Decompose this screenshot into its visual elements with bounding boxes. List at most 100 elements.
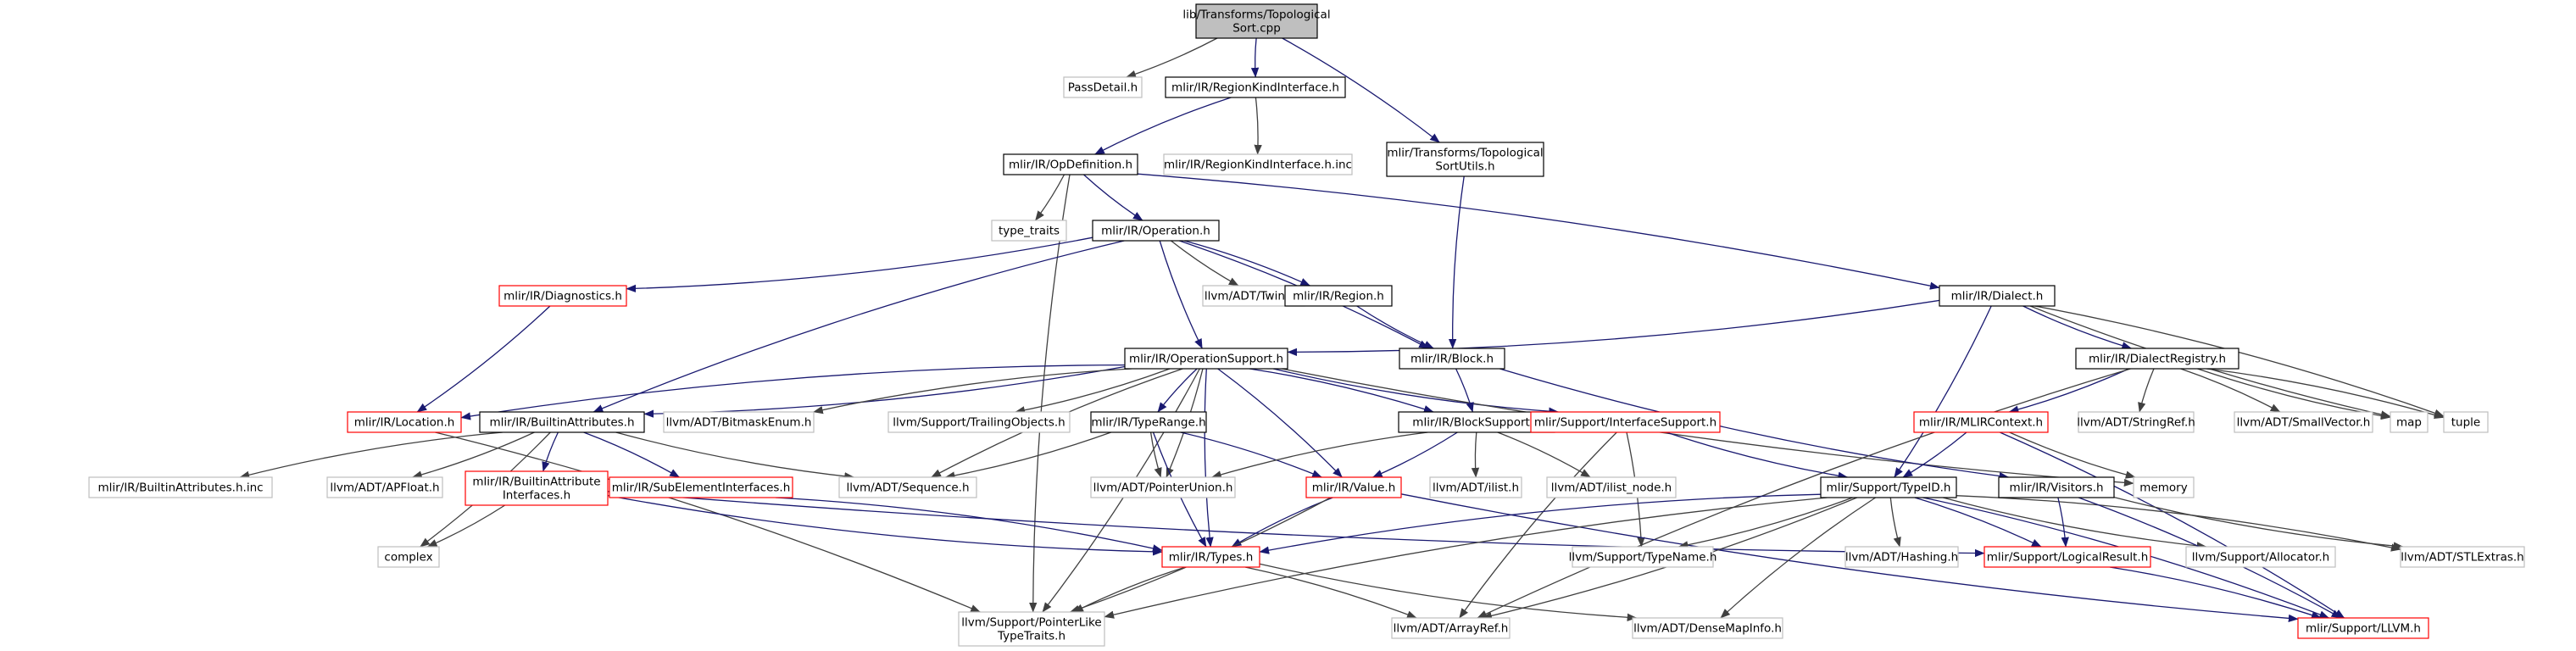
node-label-stlextras: llvm/ADT/STLExtras.h [2401, 551, 2523, 565]
node-box-root [1195, 3, 1318, 39]
edge-block-to-blocksupport [1455, 368, 1474, 413]
node-box-apfloat [326, 476, 443, 498]
edge-types-to-arrayref [1244, 566, 1417, 619]
edge-logicalresult-to-llvmh [2109, 566, 2322, 619]
node-box-dialectreg [2075, 348, 2239, 370]
edge-dialect-to-dialectreg [2022, 305, 2132, 350]
edge-visitors-to-stlextras [2113, 496, 2404, 550]
node-smallvector: llvm/ADT/SmallVector.h [2234, 411, 2373, 433]
node-label-densemapinfo: llvm/ADT/DenseMapInfo.h [1633, 622, 1782, 636]
edge-typerange-to-pointerunion [1149, 431, 1162, 478]
node-label-blocksupport: mlir/IR/BlockSupport.h [1412, 416, 1540, 430]
node-label-ifacesupport: mlir/Support/InterfaceSupport.h [1534, 416, 1716, 430]
node-sequence: llvm/ADT/Sequence.h [838, 476, 977, 498]
node-block[interactable]: mlir/IR/Block.h [1399, 348, 1505, 370]
node-box-mlircontext [1913, 411, 2049, 433]
node-operation[interactable]: mlir/IR/Operation.h [1092, 220, 1220, 242]
node-box-builtinattrinc [88, 476, 273, 498]
node-label-mlircontext: mlir/IR/MLIRContext.h [1919, 416, 2043, 430]
edge-root-to-passdetail [1126, 37, 1218, 78]
node-box-diagnostics [498, 285, 627, 307]
edge-opsupport-to-types [1204, 368, 1214, 548]
edge-operation-to-builtinattr [593, 240, 1125, 413]
edge-builtinattriface-to-logicalresult [607, 491, 1985, 558]
node-label-logicalresult: mlir/Support/LogicalResult.h [1987, 551, 2149, 565]
node-typetraits: type_traits [991, 220, 1067, 242]
node-value[interactable]: mlir/IR/Value.h [1305, 476, 1402, 498]
edge-topoutils-to-block [1448, 175, 1465, 349]
node-diagnostics[interactable]: mlir/IR/Diagnostics.h [498, 285, 627, 307]
node-box-stringref [2078, 411, 2195, 433]
node-bitmask: llvm/ADT/BitmaskEnum.h [663, 411, 815, 433]
edge-mlircontext-to-memory [2009, 431, 2136, 479]
edge-builtinattr-to-subelem [583, 431, 680, 478]
node-label-region: mlir/IR/Region.h [1293, 290, 1384, 303]
edge-opsupport-to-blocksupport [1249, 368, 1434, 414]
node-box-region [1284, 285, 1393, 307]
node-region[interactable]: mlir/IR/Region.h [1284, 285, 1393, 307]
node-label-memory: memory [2139, 481, 2187, 495]
node-box-typename [1572, 546, 1714, 568]
edge-dialectreg-to-tuple [2206, 368, 2445, 419]
node-regionkind[interactable]: mlir/IR/RegionKindInterface.h [1165, 76, 1346, 98]
node-box-map [2390, 411, 2429, 433]
node-builtinattr[interactable]: mlir/IR/BuiltinAttributes.h [479, 411, 645, 433]
node-opsupport[interactable]: mlir/IR/OperationSupport.h [1124, 348, 1288, 370]
edge-types-to-densemapinfo [1259, 563, 1638, 621]
edge-ifacesupport-to-typeid [1666, 431, 1849, 480]
node-location[interactable]: mlir/IR/Location.h [347, 411, 462, 433]
node-dialectreg[interactable]: mlir/IR/DialectRegistry.h [2075, 348, 2239, 370]
node-box-complex [377, 546, 440, 568]
node-mlircontext[interactable]: mlir/IR/MLIRContext.h [1913, 411, 2049, 433]
edge-location-to-pointerlike [435, 431, 981, 613]
node-label-stringref: llvm/ADT/StringRef.h [2077, 416, 2195, 430]
node-box-hashing [1844, 546, 1959, 568]
node-ifacesupport[interactable]: mlir/Support/InterfaceSupport.h [1530, 411, 1721, 433]
edge-builtinattr-to-sequence [615, 431, 854, 481]
node-typeid[interactable]: mlir/Support/TypeID.h [1820, 476, 1957, 498]
edge-subelem-to-types [775, 497, 1163, 553]
node-dialect[interactable]: mlir/IR/Dialect.h [1939, 285, 2056, 307]
edge-opsupport-to-bitmask [813, 368, 1132, 415]
node-box-value [1305, 476, 1402, 498]
node-ilist: llvm/ADT/ilist.h [1429, 476, 1522, 498]
edge-typerange-to-value [1180, 431, 1322, 478]
node-label-visitors: mlir/IR/Visitors.h [2009, 481, 2103, 495]
node-box-typetraits [991, 220, 1067, 242]
edge-dialectreg-to-arrayref [1477, 368, 2131, 619]
node-opdef[interactable]: mlir/IR/OpDefinition.h [1003, 153, 1138, 175]
node-label-opsupport: mlir/IR/OperationSupport.h [1129, 353, 1283, 366]
node-trailing: llvm/Support/TrailingObjects.h [887, 411, 1071, 433]
node-typerange[interactable]: mlir/IR/TypeRange.h [1090, 411, 1207, 433]
node-llvmh[interactable]: mlir/Support/LLVM.h [2297, 617, 2429, 639]
node-types[interactable]: mlir/IR/Types.h [1161, 546, 1260, 568]
node-label-block: mlir/IR/Block.h [1410, 353, 1494, 366]
node-box-logicalresult [1983, 546, 2151, 568]
node-label-value: mlir/IR/Value.h [1312, 481, 1396, 495]
node-box-sequence [838, 476, 977, 498]
node-box-llvmh [2297, 617, 2429, 639]
node-subelem[interactable]: mlir/IR/SubElementInterfaces.h [609, 476, 793, 498]
node-label-typename: llvm/Support/TypeName.h [1569, 551, 1717, 565]
node-label-diagnostics: mlir/IR/Diagnostics.h [504, 290, 622, 303]
edge-opsupport-to-trailing [1015, 368, 1171, 415]
node-box-typeid [1820, 476, 1957, 498]
edge-operation-to-region [1183, 240, 1310, 287]
edge-ifacesupport-to-arrayref [1459, 431, 1617, 619]
node-layer: lib/Transforms/TopologicalSort.cppPassDe… [88, 3, 2525, 647]
edge-dialect-to-opsupport [1287, 299, 1940, 357]
node-visitors[interactable]: mlir/IR/Visitors.h [1998, 476, 2115, 498]
node-blocksupport[interactable]: mlir/IR/BlockSupport.h [1398, 411, 1555, 433]
node-box-memory [2133, 476, 2195, 498]
node-box-builtinattriface [465, 470, 609, 506]
node-hashing: llvm/ADT/Hashing.h [1844, 546, 1959, 568]
edge-typeid-to-logicalresult [1914, 497, 2042, 548]
node-box-opsupport [1124, 348, 1288, 370]
node-logicalresult[interactable]: mlir/Support/LogicalResult.h [1983, 546, 2151, 568]
edge-mlircontext-to-typeid [1902, 431, 1967, 478]
edge-layer [239, 37, 2445, 623]
